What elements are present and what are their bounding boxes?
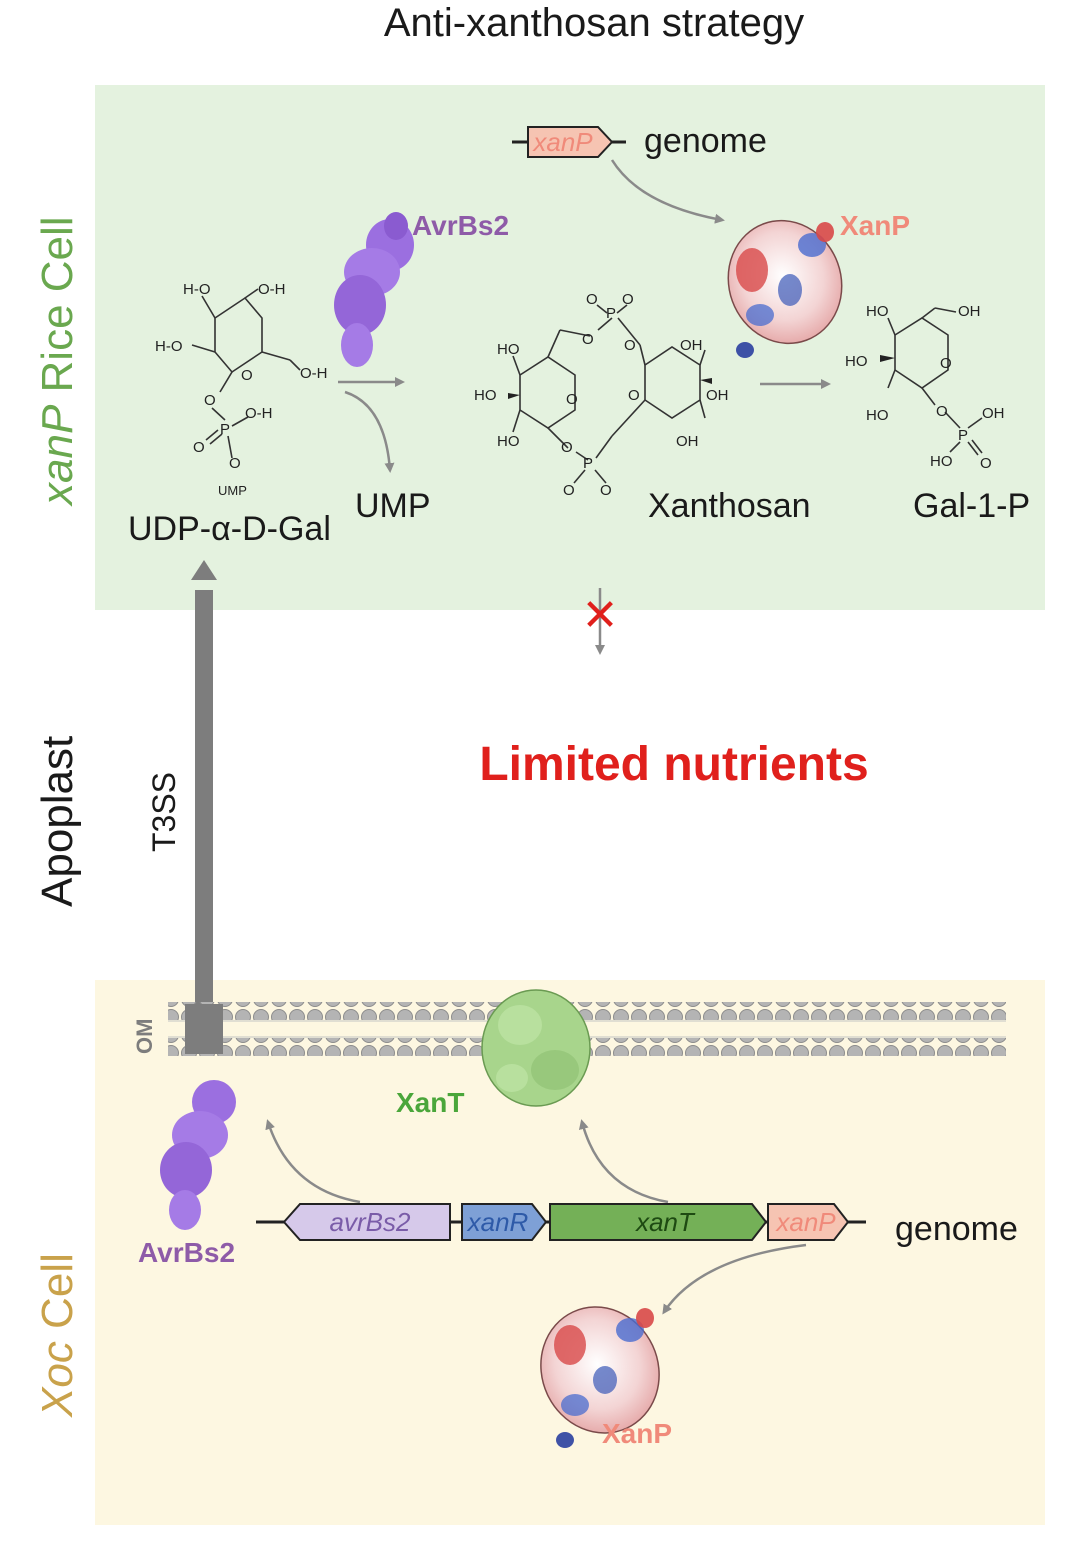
xanp-label-xoc: XanP [602, 1418, 672, 1449]
svg-text:HO: HO [930, 453, 953, 470]
gal1p-label: Gal-1-P [913, 487, 1030, 525]
om-label: OM [132, 1019, 157, 1054]
svg-text:O-H: O-H [258, 281, 286, 298]
svg-text:O: O [600, 482, 612, 499]
svg-text:O-H: O-H [300, 365, 328, 382]
svg-text:HO: HO [866, 303, 889, 320]
svg-text:OH: OH [676, 433, 699, 450]
rice-genome-label: genome [644, 122, 767, 160]
gene-avrbs2: avrBs2 [282, 1203, 451, 1241]
svg-text:O: O [624, 337, 636, 354]
svg-text:UMP: UMP [218, 483, 247, 498]
svg-text:O: O [628, 387, 640, 404]
svg-text:H-O: H-O [155, 338, 183, 355]
svg-text:HO: HO [474, 387, 497, 404]
svg-text:O: O [622, 291, 634, 308]
xanthosan-label: Xanthosan [648, 487, 811, 525]
expression-arrow-rice [610, 159, 725, 224]
avrbs2-expression-arrow [265, 1119, 361, 1204]
svg-text:O: O [204, 392, 216, 409]
svg-text:O: O [940, 355, 952, 372]
svg-text:O: O [566, 391, 578, 408]
svg-text:O: O [563, 482, 575, 499]
svg-text:xanP: xanP [774, 1207, 836, 1237]
ump-release-arrow [344, 390, 395, 473]
svg-text:OH: OH [958, 303, 981, 320]
gene-xant: xanT [549, 1203, 768, 1241]
xanp-protein-rice [727, 219, 843, 358]
rice-cell-region [95, 85, 1045, 610]
svg-text:H-O: H-O [183, 281, 211, 298]
svg-text:O-H: O-H [245, 405, 273, 422]
svg-text:O: O [582, 331, 594, 348]
svg-text:OH: OH [982, 405, 1005, 422]
svg-text:xanT: xanT [634, 1207, 696, 1237]
rice-genome-xanp: xanP [512, 126, 626, 158]
gal1p-structure: HO OH HO HO O O P OH HO O [845, 303, 1005, 472]
svg-text:HO: HO [497, 341, 520, 358]
avrbs2-label-rice: AvrBs2 [412, 210, 509, 241]
xanp-label-rice: XanP [840, 210, 910, 241]
udp-gal-label: UDP-α-D-Gal [128, 510, 331, 548]
avrbs2-label-xoc: AvrBs2 [138, 1237, 235, 1268]
xant-protein [481, 989, 591, 1107]
svg-text:HO: HO [497, 433, 520, 450]
rice-cell-side-label: xanP Rice Cell [33, 216, 82, 507]
svg-text:P: P [958, 427, 968, 444]
rice-xanp-gene-label: xanP [531, 127, 593, 157]
figure-title: Anti-xanthosan strategy [384, 1, 804, 45]
avrbs2-protein-rice [334, 212, 414, 367]
svg-text:O: O [193, 439, 205, 456]
svg-text:HO: HO [845, 353, 868, 370]
xanp-protein-xoc [540, 1306, 660, 1448]
apoplast-side-label: Apoplast [33, 736, 82, 907]
svg-text:O: O [980, 455, 992, 472]
xoc-cell-side-label: Xoc Cell [33, 1253, 82, 1418]
avrbs2-protein-xoc [160, 1080, 236, 1230]
gene-xanp: xanP [767, 1203, 850, 1241]
svg-text:OH: OH [706, 387, 729, 404]
udp-gal-structure: H-O O-H H-O O-H O O P O-H O O UMP [155, 281, 328, 498]
svg-text:O: O [561, 439, 573, 456]
gene-xanr: xanR [461, 1203, 548, 1241]
block-x-icon: ✕ [582, 591, 619, 640]
xant-label: XanT [396, 1087, 464, 1118]
xanthosan-structure: HO HO HO O O P O O O OH OH OH O O P O O [474, 291, 729, 499]
t3ss-pore [185, 1004, 223, 1054]
xanp-expression-arrow-xoc [662, 1243, 807, 1315]
svg-text:O: O [586, 291, 598, 308]
svg-text:HO: HO [866, 407, 889, 424]
svg-text:xanR: xanR [466, 1207, 529, 1237]
xoc-genome-label: genome [895, 1210, 1018, 1248]
ump-label: UMP [355, 487, 431, 525]
svg-text:P: P [606, 305, 616, 322]
svg-text:O: O [936, 403, 948, 420]
svg-text:P: P [220, 421, 230, 438]
t3ss-label: T3SS [146, 772, 182, 852]
svg-text:O: O [241, 367, 253, 384]
t3ss-arrowhead-icon [191, 560, 217, 580]
limited-nutrients-label: Limited nutrients [479, 738, 868, 791]
svg-text:O: O [229, 455, 241, 472]
svg-text:avrBs2: avrBs2 [330, 1207, 411, 1237]
svg-text:P: P [583, 455, 593, 472]
svg-text:OH: OH [680, 337, 703, 354]
xant-expression-arrow [578, 1119, 669, 1204]
t3ss-channel [195, 590, 213, 1030]
